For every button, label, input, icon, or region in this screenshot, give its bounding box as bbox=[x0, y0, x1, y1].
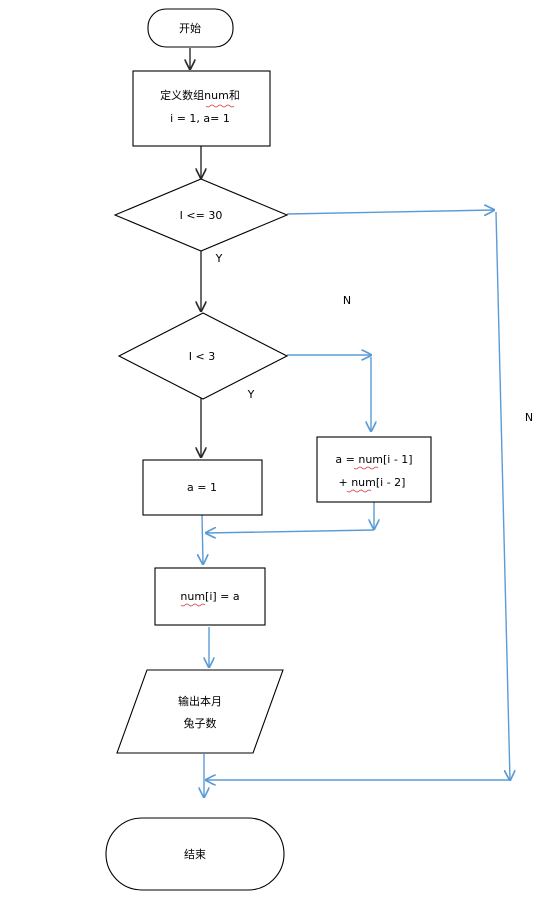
spellcheck-underline bbox=[180, 603, 206, 607]
init-process-box bbox=[132, 70, 271, 147]
arrow-assign-one-down bbox=[202, 514, 203, 564]
arrow-merge-left bbox=[206, 530, 375, 533]
init-label-line1: 定义数组num和 bbox=[160, 88, 240, 102]
condition-2-label: I < 3 bbox=[189, 350, 215, 363]
condition-2-diamond bbox=[117, 312, 289, 400]
assign-one-label: a = 1 bbox=[187, 481, 217, 494]
init-label-line2: i = 1, a= 1 bbox=[170, 112, 230, 125]
condition-2-yes-label: Y bbox=[247, 388, 255, 401]
assign-one-box bbox=[142, 459, 263, 516]
condition-1-diamond bbox=[113, 178, 289, 252]
end-terminator bbox=[105, 817, 285, 891]
assign-sum-label-line2: + num[i - 2] bbox=[339, 476, 406, 489]
assign-sum-label-line1: a = num[i - 1] bbox=[335, 453, 412, 466]
condition-1-no-label: N bbox=[525, 411, 533, 424]
spellcheck-underline bbox=[353, 466, 379, 470]
arrow-cond1-no-right bbox=[286, 210, 494, 214]
store-box bbox=[154, 567, 266, 626]
arrow-cond1-no-down bbox=[495, 211, 510, 780]
spellcheck-underline bbox=[205, 104, 235, 108]
assign-sum-box bbox=[316, 436, 432, 503]
condition-1-label: I <= 30 bbox=[180, 209, 223, 222]
spellcheck-underline bbox=[346, 489, 372, 493]
store-label: num[i] = a bbox=[180, 590, 239, 603]
start-terminator bbox=[147, 8, 234, 48]
output-label-line1: 输出本月 bbox=[178, 694, 222, 708]
end-label: 结束 bbox=[184, 848, 206, 861]
output-label-line2: 兔子数 bbox=[184, 716, 217, 730]
output-parallelogram bbox=[116, 669, 284, 754]
condition-2-no-label: N bbox=[343, 294, 351, 307]
start-label: 开始 bbox=[179, 21, 201, 35]
condition-1-yes-label: Y bbox=[215, 252, 223, 265]
